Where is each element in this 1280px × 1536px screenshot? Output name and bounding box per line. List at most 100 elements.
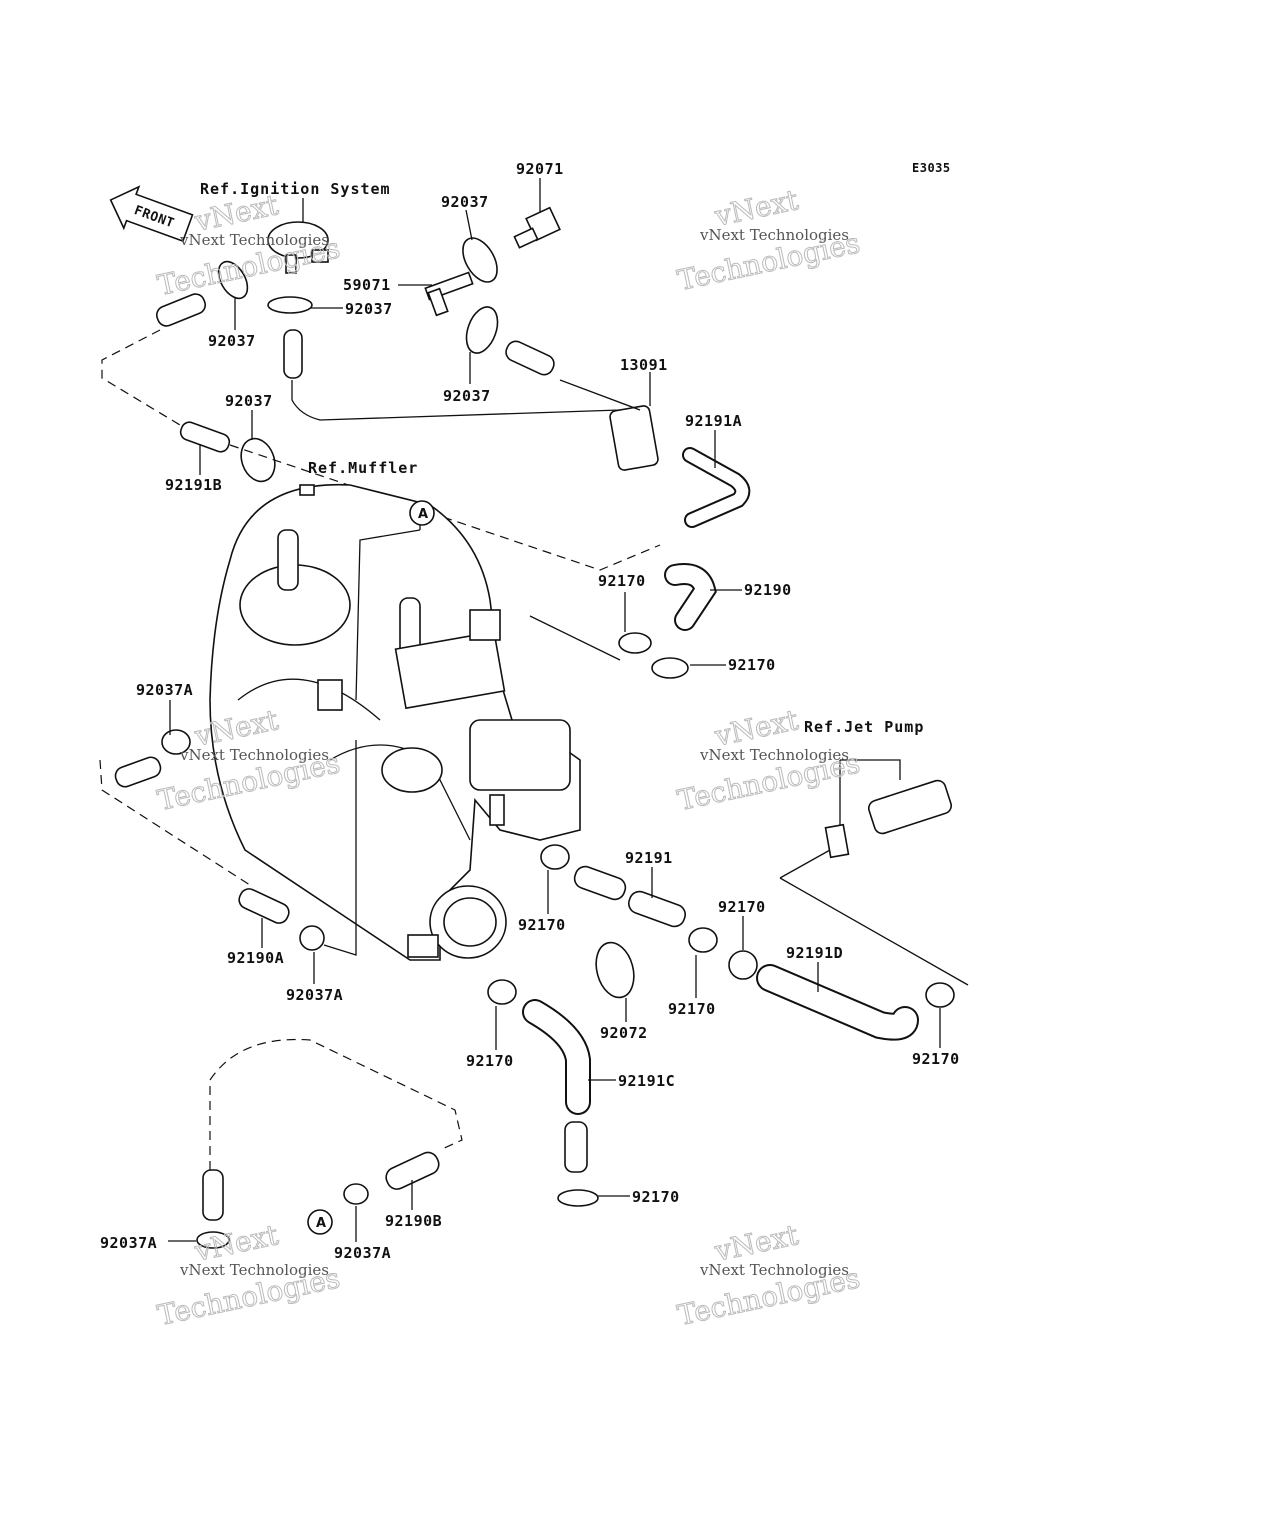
diagram-code: E3035 [912,161,951,175]
ref-muffler: Ref.Muffler [308,459,418,477]
route-92170 [529,615,621,661]
part-59071 [398,271,474,317]
label-92191C: 92191C [618,1072,675,1090]
watermark-text-small: vNext Technologies [179,746,329,764]
clamp-92037-center [267,296,313,314]
label-92170-e: 92170 [668,1000,716,1018]
label-92071: 92071 [516,160,564,178]
label-92191: 92191 [625,849,673,867]
clamp-92037-lower [240,437,276,483]
watermark-text-small: vNext Technologies [699,1261,849,1279]
watermark-2: vNext Technologies vNext Technologies [674,183,863,298]
clamp-92170-c [540,844,570,870]
part-92071 [513,178,561,249]
label-92191A: 92191A [685,412,742,430]
clamp-92037A-a [161,729,191,755]
callout-a-bottom-label: A [316,1216,326,1231]
clamp-92072 [595,941,635,999]
label-92190B: 92190B [385,1212,442,1230]
clamp-92037-left [217,260,249,300]
clamp-92170-d [688,927,718,953]
front-arrow-icon: FRONT [109,185,194,243]
watermark-6: vNext Technologies vNext Technologies [674,1218,863,1333]
watermark-text-small: vNext Technologies [699,746,849,764]
label-92190: 92190 [744,581,792,599]
part-labels: 92071 92037 92037 59071 92037 92037 9203… [100,160,960,1262]
clamp-92037A-c [343,1183,369,1205]
route-line-1 [101,329,181,426]
label-92191B: 92191B [165,476,222,494]
label-92037A-b: 92037A [286,986,343,1004]
clamp-92170-a [618,632,652,654]
hose-lower-left [202,1169,224,1221]
clamp-92170-e [728,950,758,980]
label-92191D: 92191D [786,944,843,962]
label-92037-a: 92037 [441,193,489,211]
label-92037-e: 92037 [225,392,273,410]
hose-92190 [666,565,715,629]
label-92170-h: 92170 [632,1188,680,1206]
clamp-92037-mid [465,306,499,354]
callout-a-top [409,500,435,526]
part-13091 [609,372,659,471]
watermark-text-small: vNext Technologies [179,1261,329,1279]
jet-pump-unit [824,759,953,859]
label-92037-b: 92037 [345,300,393,318]
route-solid-2 [559,379,641,411]
ref-ignition-system: Ref.Ignition System [200,180,391,198]
hose-lower-92191C [564,1121,588,1173]
clamp-92037A-b [299,925,325,951]
route-92037A [323,740,357,956]
route-line-2 [229,444,661,571]
hose-92191C [524,1001,589,1113]
label-92037-c: 92037 [443,387,491,405]
watermark-text-small: vNext Technologies [179,231,329,249]
label-92170-d: 92170 [718,898,766,916]
hose-92191-a [573,865,627,901]
clamp-92037A-d [196,1231,230,1249]
clamp-92170-h [557,1189,599,1207]
hose-92191D [758,966,917,1039]
hose-mid-top [505,340,555,376]
hose-short-vertical [283,329,303,379]
label-13091: 13091 [620,356,668,374]
watermark-5: vNext Technologies vNext Technologies [154,1218,343,1333]
label-59071: 59071 [343,276,391,294]
clamp-92170-f [925,982,955,1008]
label-92072: 92072 [600,1024,648,1042]
hose-92190A [238,888,290,924]
label-92037-d: 92037 [208,332,256,350]
clamp-92037-top [462,237,498,283]
label-92170-f: 92170 [912,1050,960,1068]
label-92170-g: 92170 [466,1052,514,1070]
ref-jet-pump: Ref.Jet Pump [804,718,924,736]
watermark-1: vNext Technologies vNext Technologies [154,188,343,303]
route-line-4 [99,759,251,886]
label-92037A-d: 92037A [100,1234,157,1252]
route-line-3 [209,1038,463,1170]
manifold-assembly [209,483,581,961]
watermark-text-small: vNext Technologies [699,226,849,244]
label-92170-a: 92170 [598,572,646,590]
hose-92191A [684,449,749,526]
clamp-92170-g [487,979,517,1005]
hose-92191B [179,421,231,453]
callout-a-bottom [307,1209,333,1235]
ignition-unit [267,198,329,274]
leader-a [355,529,421,701]
label-92037A-a: 92037A [136,681,193,699]
clamp-92170-b [651,657,689,679]
label-92170-c: 92170 [518,916,566,934]
label-92190A: 92190A [227,949,284,967]
hose-92191-b [628,890,686,928]
hose-92190B [385,1151,440,1190]
callout-a-top-label: A [418,507,428,522]
label-92170-b: 92170 [728,656,776,674]
label-92037A-c: 92037A [334,1244,391,1262]
route-solid-1 [291,380,621,421]
route-jet [779,849,969,986]
hose-top-left [155,293,207,327]
hose-left-mid [114,756,162,788]
